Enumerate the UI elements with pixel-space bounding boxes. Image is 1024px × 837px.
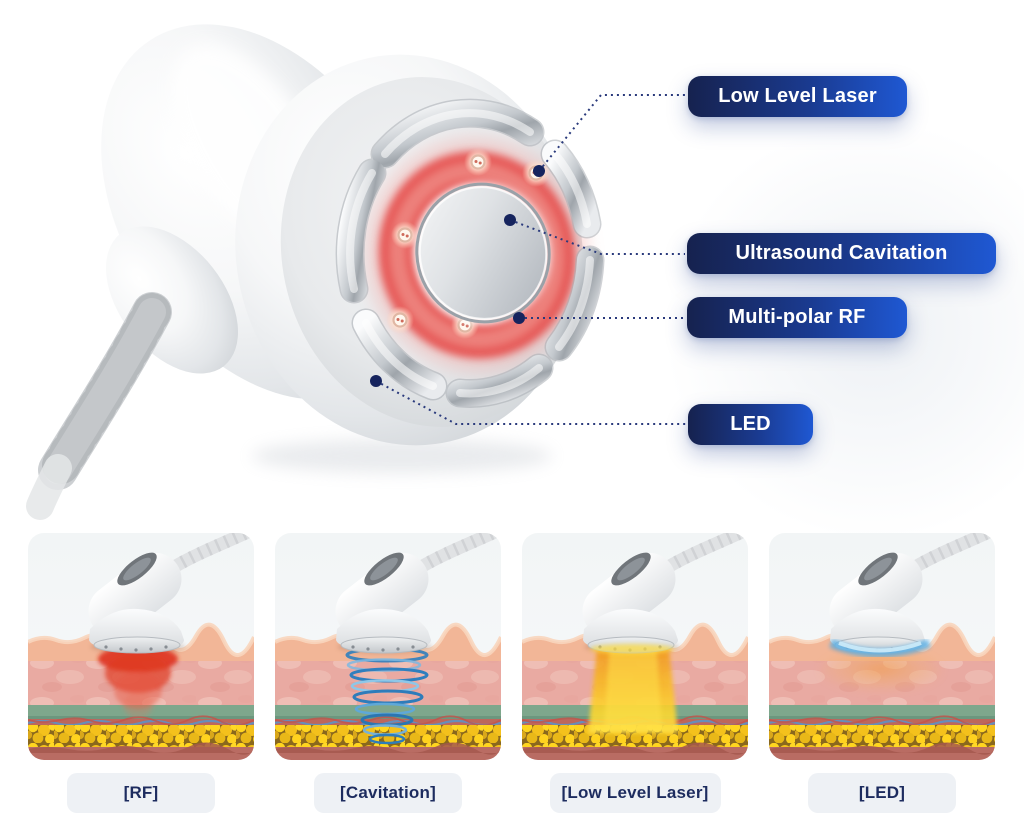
laser-plate-glow — [590, 644, 674, 654]
panel-label-low-level-laser: [Low Level Laser] — [549, 773, 721, 813]
callout-line-ultrasound-cavitation — [509, 219, 685, 255]
panel-illustration-cavitation — [275, 533, 501, 760]
panel-label-rf: [RF] — [67, 773, 215, 813]
treatment-panels: [RF] — [28, 533, 995, 813]
callout-dots — [370, 165, 545, 387]
callout-line-led — [375, 380, 686, 425]
panel-column-led: [LED] — [769, 533, 995, 813]
callout-label-low-level-laser: Low Level Laser — [688, 76, 907, 117]
callout-lines — [375, 94, 686, 425]
callout-dot-multi-polar-rf — [513, 312, 525, 324]
rf-electrode-petals — [335, 98, 605, 408]
led-surface-glow — [829, 638, 931, 658]
handpiece-cable — [26, 292, 172, 520]
laser-beam-column — [588, 639, 678, 733]
callout-dot-low-level-laser — [533, 165, 545, 177]
hero-section: Low Level Laser Ultrasound Cavitation Mu… — [26, 24, 1024, 540]
panel-column-cavitation: [Cavitation] — [275, 533, 501, 813]
panel-label-cavitation: [Cavitation] — [314, 773, 462, 813]
laser-diode — [464, 148, 492, 176]
callout-dot-led — [370, 375, 382, 387]
callout-dot-ultrasound-cavitation — [504, 214, 516, 226]
panel-illustration-led — [769, 533, 995, 760]
panel-column-rf: [RF] — [28, 533, 254, 813]
panel-column-low-level-laser: [Low Level Laser] — [522, 533, 748, 813]
panel-cavitation — [275, 533, 501, 760]
mini-handpiece — [572, 533, 744, 653]
led-warm-diffusion — [819, 648, 943, 694]
device-head — [235, 54, 605, 446]
callout-label-ultrasound-cavitation: Ultrasound Cavitation — [687, 233, 996, 274]
panel-label-led: [LED] — [808, 773, 956, 813]
panel-rf — [28, 533, 254, 760]
laser-diode — [386, 306, 414, 334]
mini-handpiece — [325, 533, 497, 653]
laser-diode — [391, 221, 419, 249]
panel-low-level-laser — [522, 533, 748, 760]
callout-label-multi-polar-rf: Multi-polar RF — [687, 297, 907, 338]
head-shadow — [252, 439, 552, 473]
mini-handpiece — [819, 533, 991, 653]
cavitation-waves — [345, 647, 429, 745]
callout-label-led: LED — [688, 404, 813, 445]
mini-handpiece — [78, 533, 250, 653]
panel-illustration-rf — [28, 533, 254, 760]
red-laser-ring — [365, 138, 589, 372]
panel-led — [769, 533, 995, 760]
panel-illustration-low-level-laser — [522, 533, 748, 760]
device-illustration — [26, 24, 686, 520]
